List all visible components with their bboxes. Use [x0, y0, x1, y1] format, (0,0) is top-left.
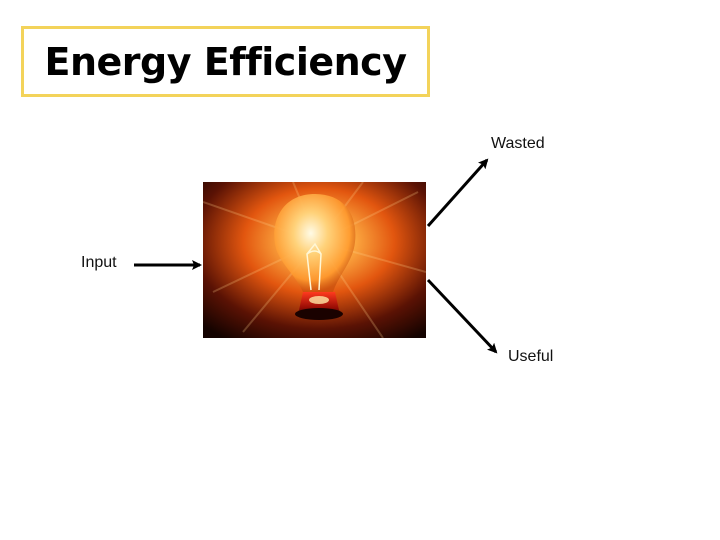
- input-label: Input: [81, 254, 117, 271]
- useful-arrow: [426, 278, 498, 354]
- wasted-label: Wasted: [491, 135, 545, 152]
- wasted-arrow: [426, 158, 489, 227]
- light-bulb-image: [203, 182, 426, 338]
- page-title: Energy Efficiency: [44, 39, 407, 84]
- useful-label: Useful: [508, 348, 554, 365]
- title-box: Energy Efficiency: [21, 26, 430, 97]
- light-bulb-icon: [203, 182, 426, 338]
